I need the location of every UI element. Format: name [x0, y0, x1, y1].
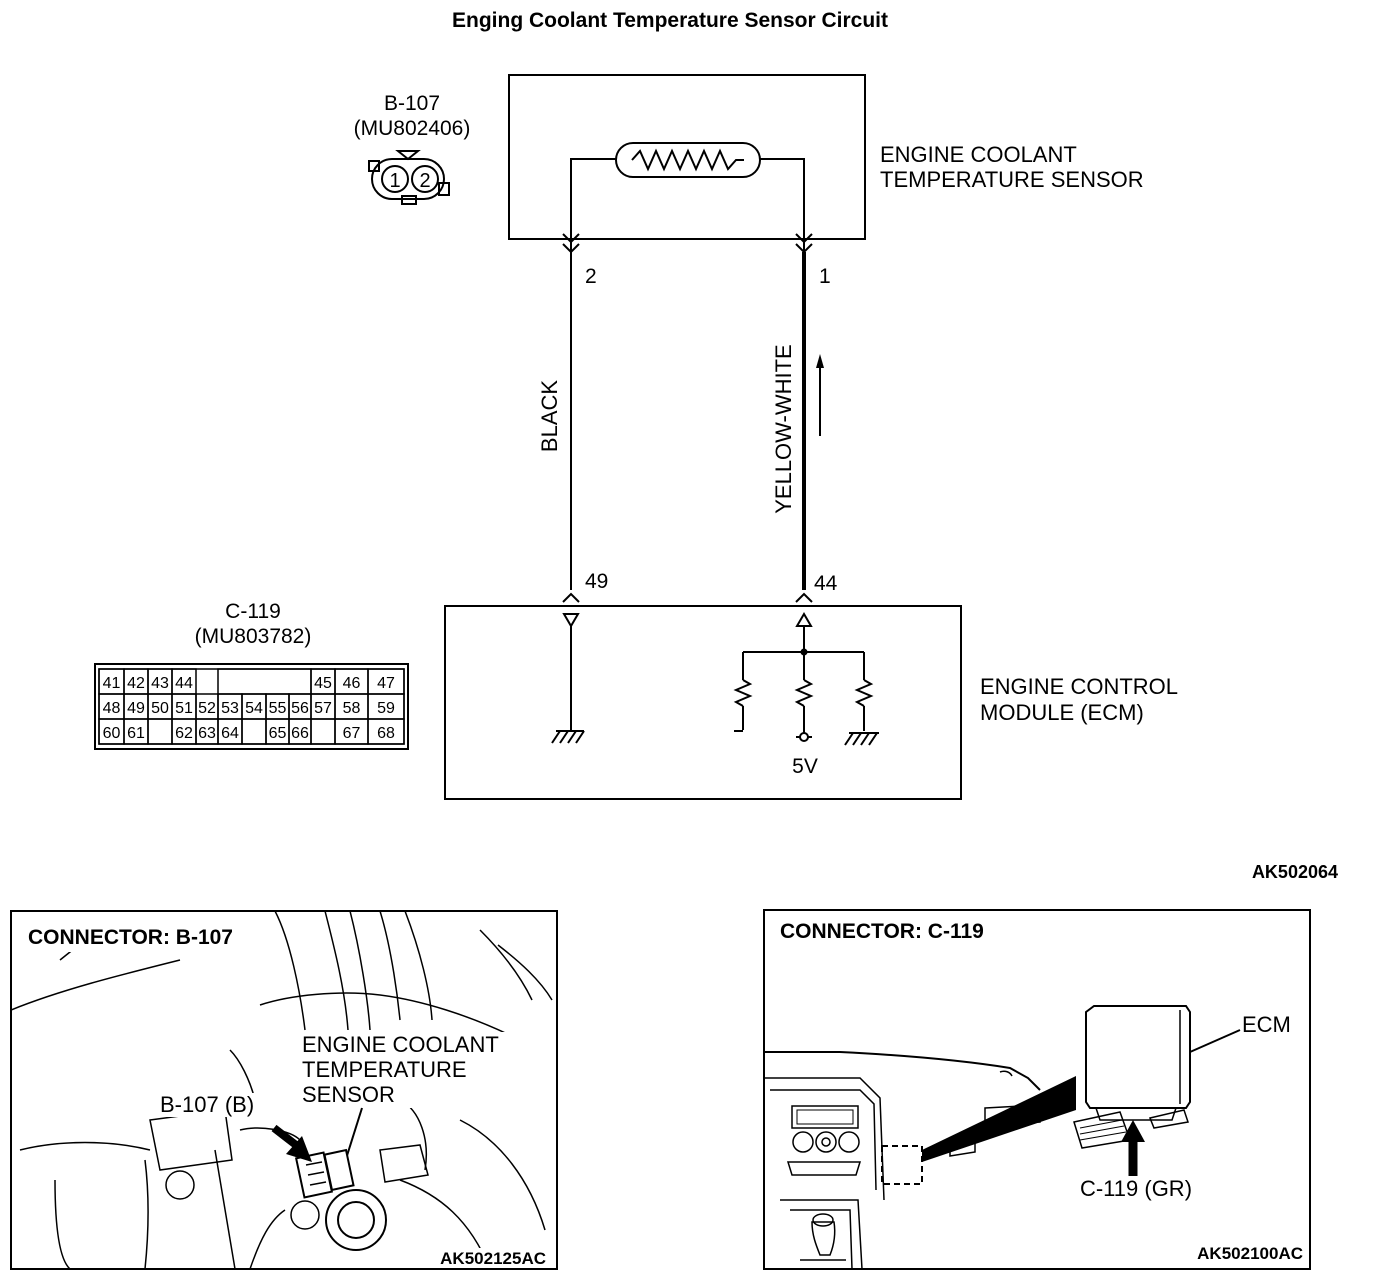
ecm-connector-part-number: (MU803782) [195, 625, 312, 648]
panel-connector-b107: CONNECTOR: B-107 ENGINE COOLANT TEMPERAT… [10, 910, 558, 1270]
pin-number: 68 [377, 725, 395, 742]
pin-number: 60 [103, 725, 121, 742]
panel-left-code: AK502125AC [440, 1249, 546, 1268]
thermistor-symbol [615, 142, 761, 178]
panel-left-callout-line1: ENGINE COOLANT [302, 1032, 499, 1057]
panel-right-code: AK502100AC [1197, 1244, 1303, 1263]
sensor-box [508, 74, 866, 240]
pin-number: 47 [377, 675, 395, 692]
pin-cell [367, 718, 405, 745]
panel-right-heading: CONNECTOR: C-119 [780, 920, 984, 943]
pin-number: 41 [103, 675, 121, 692]
sensor-connector-part-number: (MU802406) [354, 117, 471, 140]
ecm-box [444, 605, 962, 800]
sensor-connector-id: B-107 [384, 92, 440, 115]
pin-number: 56 [291, 700, 309, 717]
pin-number: 55 [269, 700, 287, 717]
pin-number: 46 [343, 675, 361, 692]
pin-number: 52 [198, 700, 216, 717]
pinout-frame [94, 663, 409, 750]
panel-connector-c119: CONNECTOR: C-119 ECM C-119 (GR) AK502100… [763, 909, 1311, 1270]
ecm-pin-44-label: 44 [814, 572, 838, 595]
figure-code: AK502064 [1252, 862, 1338, 882]
ecm-label-line2: MODULE (ECM) [980, 700, 1144, 725]
chevron-up-icon [562, 592, 580, 603]
pin-cell [147, 718, 173, 745]
dashboard-illustration [764, 1051, 1041, 1269]
ecm-supply-5v-label: 5V [792, 755, 818, 778]
ecm-pin-49-label: 49 [585, 570, 608, 593]
pin-number: 49 [127, 700, 145, 717]
panel-left-frame [10, 910, 558, 1270]
ecm-connector-id: C-119 [225, 600, 281, 623]
sensor-block [508, 74, 866, 254]
pin-number: 67 [343, 725, 361, 742]
pin-number: 58 [343, 700, 361, 717]
resistor-right [854, 652, 874, 731]
pin-number: 48 [103, 700, 121, 717]
ecm-location-marker [881, 1145, 923, 1185]
pin-1-label: 1 [389, 170, 400, 192]
ecm-label-line1: ENGINE CONTROL [980, 674, 1178, 699]
chevron-down-icon [562, 233, 580, 244]
panel-right-connector-callout: C-119 (GR) [1080, 1176, 1192, 1201]
chevron-down-icon [795, 233, 813, 244]
leader-line [344, 1107, 363, 1163]
pin-cell [310, 718, 336, 745]
pin-number: 57 [314, 700, 332, 717]
pin-number: 64 [221, 725, 239, 742]
pin-number: 50 [151, 700, 169, 717]
chevron-up-icon [795, 592, 813, 603]
sensor-pin-2-label: 2 [585, 265, 597, 288]
panel-left-heading: CONNECTOR: B-107 [28, 926, 233, 949]
panel-left-callout-line3: SENSOR [302, 1082, 395, 1107]
ecm-block: 5V [444, 605, 962, 800]
pin-number: 62 [175, 725, 193, 742]
pin-number: 59 [377, 700, 395, 717]
pin-number: 54 [245, 700, 263, 717]
diagram-title: Enging Coolant Temperature Sensor Circui… [452, 9, 888, 32]
panel-right-ecm-label: ECM [1242, 1012, 1291, 1037]
resistor-center [794, 652, 814, 742]
panel-left-connector-callout: B-107 (B) [160, 1092, 254, 1117]
panel-left-callout-line2: TEMPERATURE [302, 1057, 467, 1082]
pin-cell [241, 718, 267, 745]
pin-cell [217, 668, 312, 695]
sensor-connector-drawing [294, 1148, 355, 1199]
pin-number: 61 [127, 725, 145, 742]
pin-number: 66 [291, 725, 309, 742]
pin-2-label: 2 [419, 170, 430, 192]
ground-icon [844, 732, 879, 746]
wire-color-yellow-white: YELLOW-WHITE [771, 344, 796, 514]
panel-right-frame [763, 909, 1311, 1270]
sensor-label-line2: TEMPERATURE SENSOR [880, 167, 1144, 192]
pin-number: 42 [127, 675, 145, 692]
sensor-label-line1: ENGINE COOLANT [880, 142, 1077, 167]
leader-line [1189, 1029, 1241, 1053]
pin-number: 63 [198, 725, 216, 742]
current-direction-arrow-icon [816, 354, 824, 436]
resistor-left [733, 652, 753, 732]
pin-number: 51 [175, 700, 193, 717]
ground-icon [551, 730, 585, 744]
sensor-pin-1-label: 1 [819, 265, 831, 288]
pin-number: 65 [269, 725, 287, 742]
locator-arrow-icon [271, 1124, 312, 1162]
sensor-connector-face-icon: 1 2 [368, 150, 450, 205]
sensor-wire-left [570, 158, 616, 252]
wire-color-black: BLACK [537, 380, 562, 452]
pin-number: 44 [175, 675, 193, 692]
pin-number: 53 [221, 700, 239, 717]
pin-number: 43 [151, 675, 169, 692]
sensor-wire-right [760, 158, 805, 252]
locator-arrow-icon [1121, 1120, 1145, 1176]
zoom-wedge [922, 1076, 1076, 1162]
pin-number: 45 [314, 675, 332, 692]
triangle-down-icon [562, 613, 580, 628]
triangle-up-icon [795, 612, 813, 627]
